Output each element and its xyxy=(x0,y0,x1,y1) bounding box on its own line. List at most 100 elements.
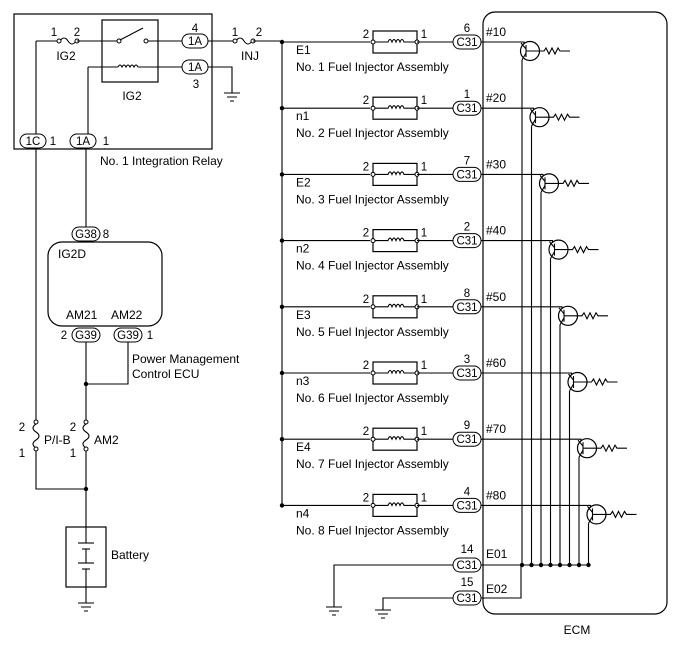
connector-1a-pin4-number: 4 xyxy=(192,23,199,35)
ground-icon xyxy=(78,602,94,612)
relay-switch-arm-icon xyxy=(119,27,144,41)
injector-coil-icon xyxy=(375,303,415,309)
ground-icon xyxy=(375,609,391,619)
connector-c31-label: C31 xyxy=(456,169,477,181)
base-resistor-icon xyxy=(545,179,589,188)
transistor-emitter-icon xyxy=(578,449,584,458)
collector-wire xyxy=(481,504,592,508)
integration-relay-name: No. 1 Integration Relay xyxy=(100,154,223,168)
connector-g38-label: G38 xyxy=(75,229,97,241)
e02-pin: 15 xyxy=(461,577,474,589)
base-resistor-icon xyxy=(573,377,618,387)
ig2-fuse-pin-left: 1 xyxy=(51,27,57,39)
connector-g39-am22-pin: 1 xyxy=(147,330,153,342)
relay-switch-contact xyxy=(143,38,149,44)
transistor-collector-icon xyxy=(530,108,536,116)
inj-fuse: 1 2 INJ xyxy=(208,27,283,505)
injector-pin-left: 2 xyxy=(363,95,369,107)
transistor-collector-icon xyxy=(549,241,555,248)
injector-terminal xyxy=(370,304,376,310)
injector-terminal xyxy=(370,171,376,177)
connector-c31-label: C31 xyxy=(456,103,477,115)
junction-dot xyxy=(83,381,89,387)
inj-fuse-terminal xyxy=(232,38,238,44)
connector-c31-e01-label: C31 xyxy=(456,560,477,572)
injector-driver xyxy=(481,305,608,568)
transistor-emitter-icon xyxy=(550,251,555,259)
connector-1c xyxy=(19,133,47,149)
collector-wire xyxy=(481,41,525,44)
injector-pin-right: 1 xyxy=(421,492,427,504)
ig2-fuse-terminal xyxy=(56,38,62,44)
injector-driver xyxy=(481,107,580,568)
inj-fuse-icon xyxy=(235,37,253,45)
transistor-collector-icon xyxy=(577,439,584,447)
injector-pin-right: 1 xyxy=(421,426,427,438)
injector-pin-left: 2 xyxy=(363,161,369,173)
injector-pin-right: 1 xyxy=(421,294,427,306)
am22-loop-wire xyxy=(86,342,129,385)
collector-wire xyxy=(481,372,573,375)
base-resistor-icon xyxy=(535,112,580,122)
connector-c31-pin: 8 xyxy=(464,288,470,300)
injector-code: E3 xyxy=(296,308,311,322)
connector-c31-pin: 2 xyxy=(464,222,470,234)
pib-fuse-pin-top: 2 xyxy=(19,422,25,434)
connector-c31-pin: 6 xyxy=(464,23,470,35)
injector-name: No. 7 Fuel Injector Assembly xyxy=(296,457,449,471)
junction-dot xyxy=(279,172,285,177)
connector-1a-label: 1A xyxy=(188,62,202,74)
pib-fuse-terminal xyxy=(33,419,39,425)
collector-wire xyxy=(481,107,535,111)
connector-g38-pin: 8 xyxy=(103,229,109,241)
ig2-fuse-label: IG2 xyxy=(56,49,76,63)
am21-label: AM21 xyxy=(66,308,98,322)
injector-pin-right: 1 xyxy=(421,228,427,240)
injector-terminal xyxy=(370,370,376,376)
ig2d-label: IG2D xyxy=(58,247,86,261)
transistor-collector-icon xyxy=(539,175,546,182)
connector-c31-label: C31 xyxy=(456,434,477,446)
junction-dot xyxy=(279,437,285,442)
ground-icon xyxy=(326,606,342,616)
injector-pin-right: 1 xyxy=(421,29,427,41)
e01-pin: 14 xyxy=(461,544,474,556)
injector-pin-left: 2 xyxy=(363,360,369,372)
inj-fuse-pin-right: 2 xyxy=(256,27,262,39)
e02-ground-wire xyxy=(382,597,453,610)
injector-pin-left: 2 xyxy=(363,426,369,438)
connector-1c-pin: 1 xyxy=(50,136,56,148)
pib-to-battery-wire xyxy=(35,451,86,490)
collector-wire xyxy=(481,173,544,177)
injector-name: No. 6 Fuel Injector Assembly xyxy=(296,391,449,405)
pib-fuse-label: P/I-B xyxy=(44,433,71,447)
ig2-fuse-pin-right: 2 xyxy=(74,27,80,39)
connector-g39-label: G39 xyxy=(117,330,139,342)
junction-dot xyxy=(279,39,285,45)
am2-fuse-icon xyxy=(82,423,90,449)
junction-dot xyxy=(279,106,285,111)
connector-1a-label: 1A xyxy=(188,36,202,48)
injector-code: E2 xyxy=(296,175,311,189)
transistor-emitter-icon xyxy=(559,317,565,326)
ecm-signal-label: #60 xyxy=(486,356,506,370)
transistor-emitter-icon xyxy=(588,516,593,524)
connector-c31-label: C31 xyxy=(456,500,477,512)
injector-coil-icon xyxy=(375,237,415,243)
base-resistor-icon xyxy=(583,443,627,453)
injector-name: No. 2 Fuel Injector Assembly xyxy=(296,126,449,140)
connector-1c-label: 1C xyxy=(26,136,41,148)
injector-name: No. 3 Fuel Injector Assembly xyxy=(296,192,449,206)
injector-terminal xyxy=(370,502,376,508)
injector-pin-right: 1 xyxy=(421,360,427,372)
base-resistor-icon xyxy=(564,311,608,321)
junction-dot xyxy=(279,503,285,508)
relay-coil-ground-wire xyxy=(208,66,233,93)
injector-code: n2 xyxy=(296,242,310,256)
injector-coil-icon xyxy=(375,105,415,110)
injector-terminal xyxy=(370,436,376,442)
